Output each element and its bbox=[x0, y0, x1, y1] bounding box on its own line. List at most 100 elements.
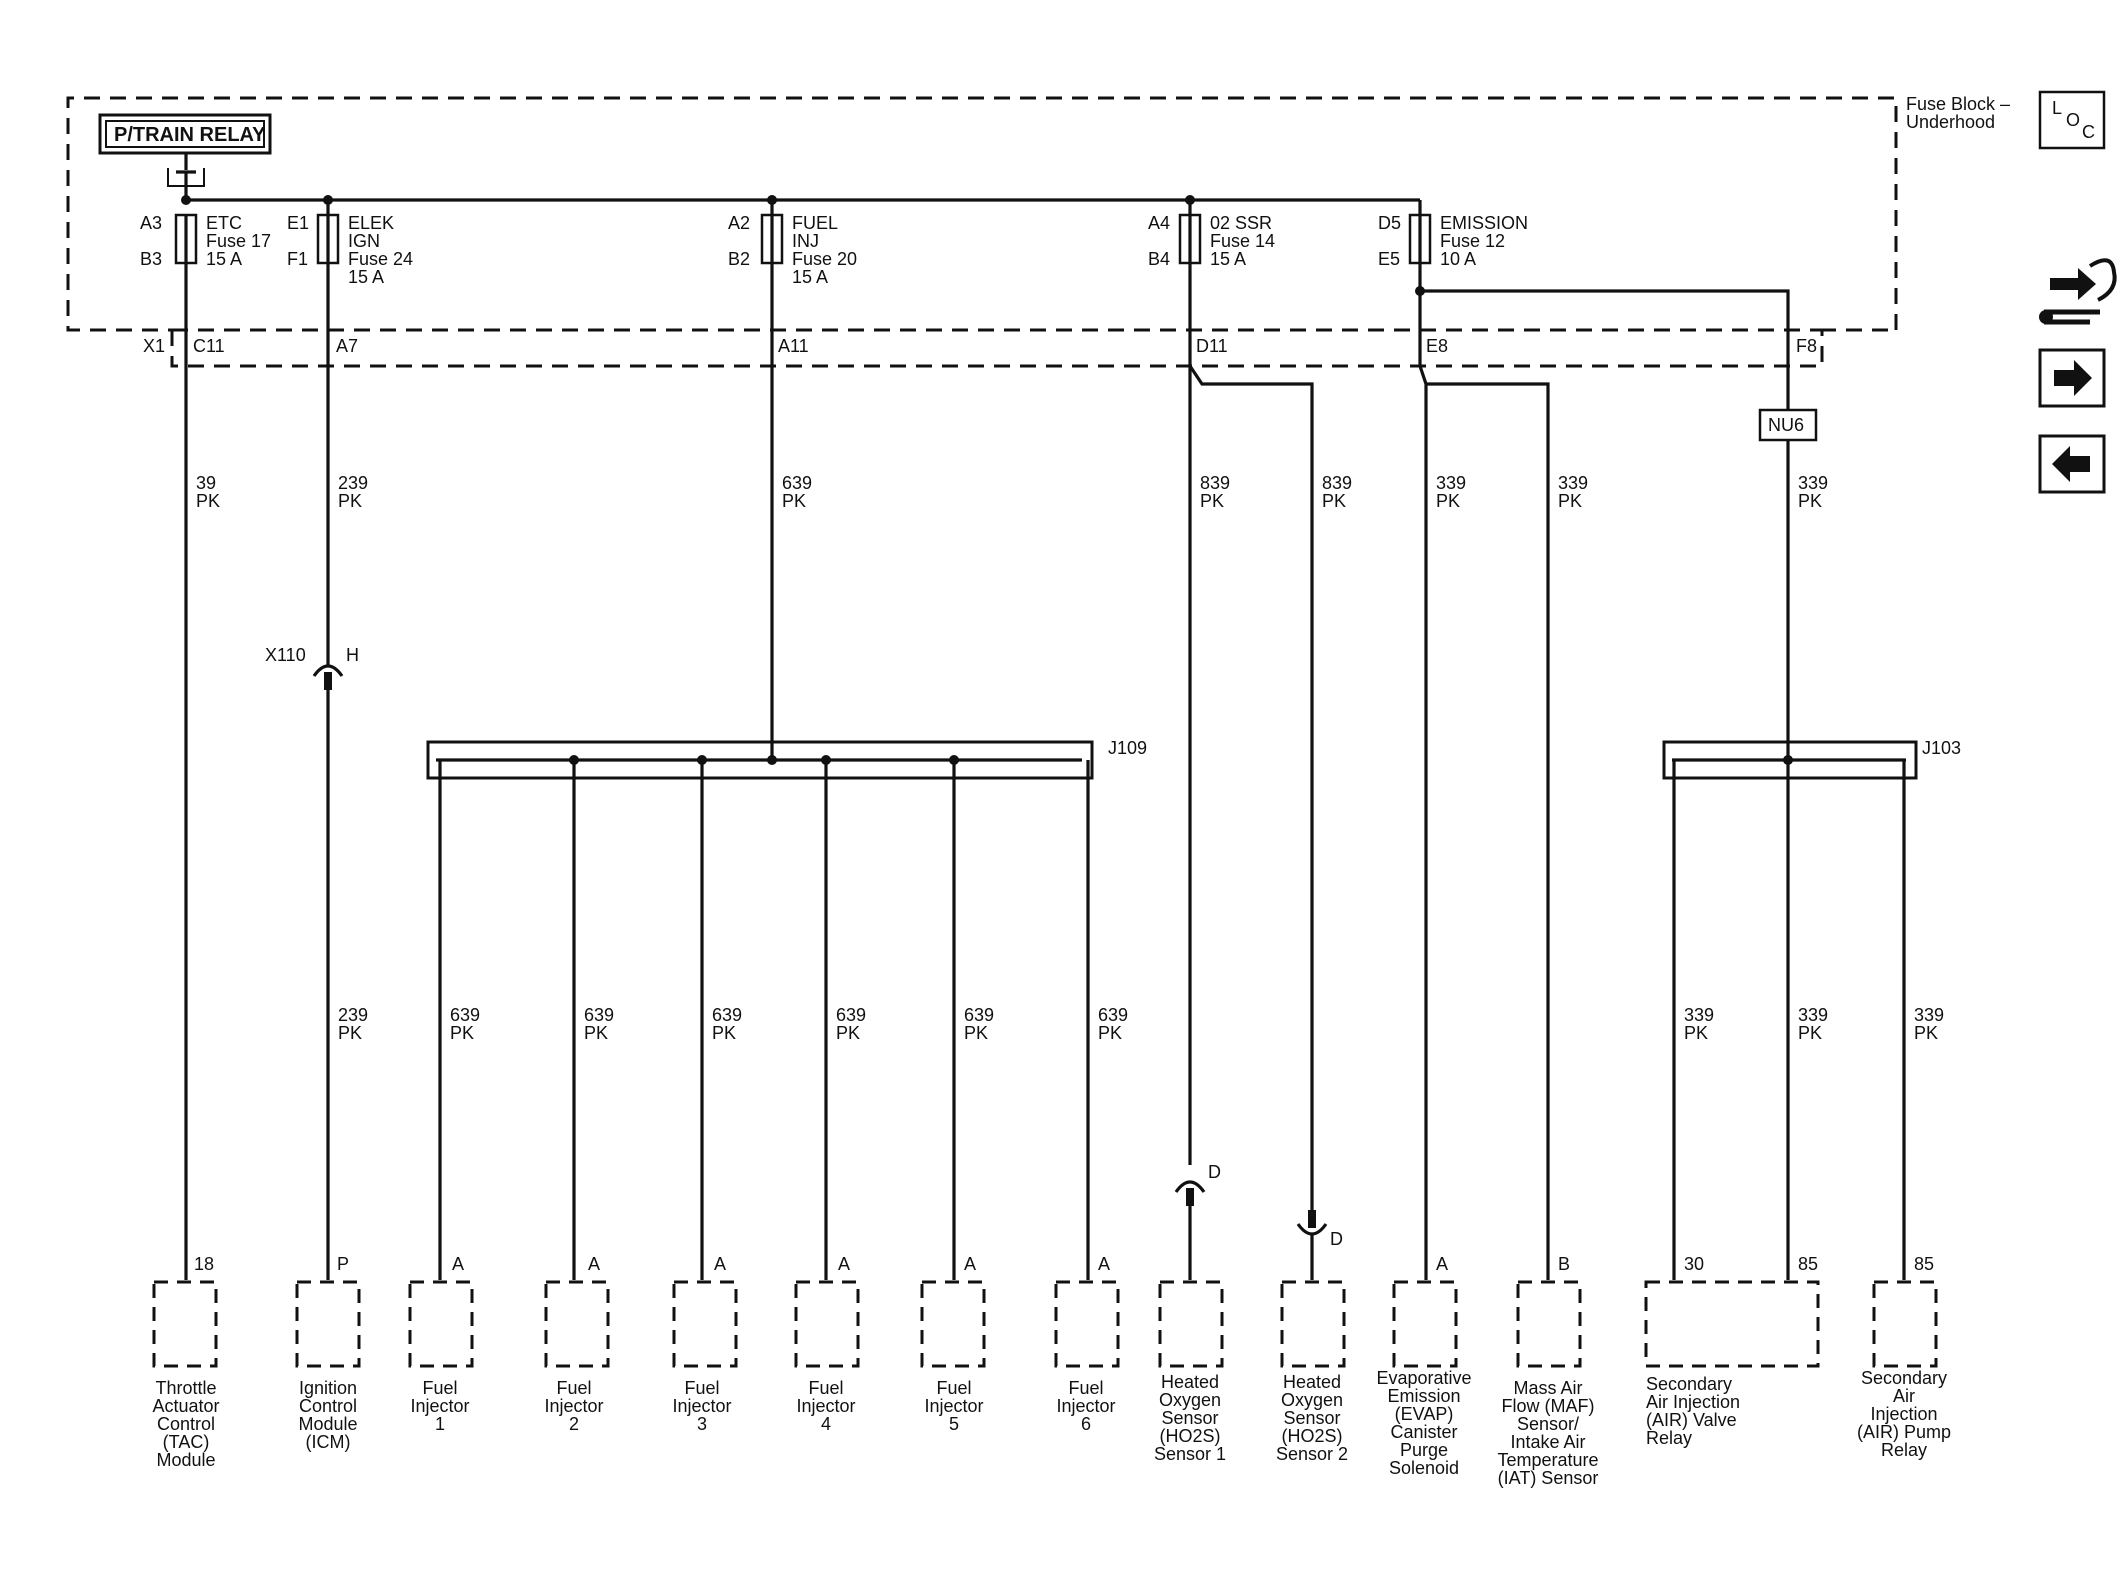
svg-text:Mass Air: Mass Air bbox=[1513, 1378, 1582, 1398]
svg-text:PK: PK bbox=[1798, 1023, 1822, 1043]
component-tac-module: 18 Throttle Actuator Control (TAC) Modul… bbox=[152, 1254, 219, 1470]
connector-pin: A11 bbox=[778, 336, 809, 356]
svg-text:Intake Air: Intake Air bbox=[1510, 1432, 1585, 1452]
svg-text:Control: Control bbox=[157, 1414, 215, 1434]
splice-label: J109 bbox=[1108, 738, 1147, 758]
svg-text:339: 339 bbox=[1436, 473, 1466, 493]
svg-text:Sensor 1: Sensor 1 bbox=[1154, 1444, 1226, 1464]
fuse-pin-top: A2 bbox=[728, 213, 750, 233]
svg-text:(AIR) Pump: (AIR) Pump bbox=[1857, 1422, 1951, 1442]
component-air-valve-relay: 30 85 Secondary Air Injection (AIR) Valv… bbox=[1644, 1254, 1820, 1448]
svg-text:PK: PK bbox=[712, 1023, 736, 1043]
svg-text:PK: PK bbox=[836, 1023, 860, 1043]
inline-connector-ho2s1: D bbox=[1174, 1162, 1221, 1206]
wrench-procedure-icon[interactable] bbox=[2039, 258, 2117, 325]
component-fuel-injector-2: A Fuel Injector 2 bbox=[544, 1254, 610, 1434]
fuse-pin-bottom: E5 bbox=[1378, 249, 1400, 269]
svg-text:1: 1 bbox=[435, 1414, 445, 1434]
svg-text:Flow (MAF): Flow (MAF) bbox=[1502, 1396, 1595, 1416]
svg-text:339: 339 bbox=[1798, 473, 1828, 493]
arrow-right-icon[interactable] bbox=[2038, 348, 2106, 408]
svg-text:639: 639 bbox=[782, 473, 812, 493]
svg-text:Purge: Purge bbox=[1400, 1440, 1448, 1460]
fuse-pin-bottom: B4 bbox=[1148, 249, 1170, 269]
powertrain-relay: P/TRAIN RELAY bbox=[98, 113, 272, 187]
svg-text:(HO2S): (HO2S) bbox=[1159, 1426, 1220, 1446]
fuse-block-label: Fuse Block – bbox=[1906, 94, 2010, 114]
fuse-pin-top: A3 bbox=[140, 213, 162, 233]
svg-text:339: 339 bbox=[1914, 1005, 1944, 1025]
svg-text:C: C bbox=[2082, 122, 2095, 142]
svg-text:PK: PK bbox=[964, 1023, 988, 1043]
loc-button[interactable]: L O C bbox=[2038, 90, 2106, 150]
svg-text:Sensor/: Sensor/ bbox=[1517, 1414, 1579, 1434]
component-pin: 18 bbox=[194, 1254, 214, 1274]
svg-text:Injector: Injector bbox=[1056, 1396, 1115, 1416]
svg-text:(TAC): (TAC) bbox=[163, 1432, 210, 1452]
svg-text:PK: PK bbox=[1914, 1023, 1938, 1043]
component-pin: A bbox=[1098, 1254, 1110, 1274]
fuse-etc: A3 B3 ETC Fuse 17 15 A bbox=[140, 213, 271, 269]
connector-pin: A7 bbox=[336, 336, 358, 356]
component-pin: A bbox=[452, 1254, 464, 1274]
svg-text:Fuel: Fuel bbox=[1068, 1378, 1103, 1398]
connector-pin: F8 bbox=[1796, 336, 1817, 356]
svg-text:Oxygen: Oxygen bbox=[1281, 1390, 1343, 1410]
svg-text:Relay: Relay bbox=[1881, 1440, 1927, 1460]
svg-text:Injector: Injector bbox=[544, 1396, 603, 1416]
svg-text:Injector: Injector bbox=[672, 1396, 731, 1416]
connector-pin: C11 bbox=[193, 336, 225, 356]
component-pin: 85 bbox=[1914, 1254, 1934, 1274]
svg-text:Fuel: Fuel bbox=[422, 1378, 457, 1398]
svg-text:PK: PK bbox=[584, 1023, 608, 1043]
svg-text:Injection: Injection bbox=[1870, 1404, 1937, 1424]
wire-339-pk-evap bbox=[1418, 365, 1428, 1280]
wire-339-pk-maf bbox=[1426, 382, 1550, 1280]
svg-text:(IAT) Sensor: (IAT) Sensor bbox=[1498, 1468, 1599, 1488]
fuse-pin-bottom: B3 bbox=[140, 249, 162, 269]
fuse-label: 02 SSR bbox=[1210, 213, 1272, 233]
svg-text:Actuator: Actuator bbox=[152, 1396, 219, 1416]
svg-text:PK: PK bbox=[338, 1023, 362, 1043]
svg-text:PK: PK bbox=[782, 491, 806, 511]
svg-text:239: 239 bbox=[338, 1005, 368, 1025]
component-fuel-injector-1: A Fuel Injector 1 bbox=[408, 1254, 474, 1434]
svg-text:Ignition: Ignition bbox=[299, 1378, 357, 1398]
connector-x1-outline bbox=[170, 328, 1824, 368]
svg-text:639: 639 bbox=[1098, 1005, 1128, 1025]
wire-839-pk bbox=[1188, 263, 1314, 1210]
fuse-label: 15 A bbox=[206, 249, 242, 269]
component-air-pump-relay: 85 Secondary Air Injection (AIR) Pump Re… bbox=[1857, 1254, 1951, 1460]
component-pin: 30 bbox=[1684, 1254, 1704, 1274]
fuse-pin-bottom: B2 bbox=[728, 249, 750, 269]
svg-text:Sensor 2: Sensor 2 bbox=[1276, 1444, 1348, 1464]
svg-text:(EVAP): (EVAP) bbox=[1395, 1404, 1454, 1424]
connector-pin: D11 bbox=[1196, 336, 1228, 356]
fuse-elek-ign: E1 F1 ELEK IGN Fuse 24 15 A bbox=[287, 213, 413, 287]
component-pin: A bbox=[714, 1254, 726, 1274]
fuse-fuel-inj: A2 B2 FUEL INJ Fuse 20 15 A bbox=[728, 213, 857, 287]
component-pin: A bbox=[964, 1254, 976, 1274]
svg-text:PK: PK bbox=[1436, 491, 1460, 511]
inline-connector-pin: H bbox=[346, 645, 359, 665]
inline-connector-name: X110 bbox=[265, 645, 306, 665]
component-pin: A bbox=[588, 1254, 600, 1274]
fuse-pin-bottom: F1 bbox=[287, 249, 308, 269]
svg-text:L: L bbox=[2052, 98, 2062, 118]
svg-text:PK: PK bbox=[1322, 491, 1346, 511]
svg-text:(AIR) Valve: (AIR) Valve bbox=[1646, 1410, 1737, 1430]
component-fuel-injector-5: A Fuel Injector 5 bbox=[920, 1254, 986, 1434]
component-pin: P bbox=[337, 1254, 349, 1274]
splice-pack-nu6 bbox=[1758, 408, 1818, 442]
component-ho2s-sensor-2: Heated Oxygen Sensor (HO2S) Sensor 2 bbox=[1276, 1280, 1348, 1464]
fuse-pin-top: D5 bbox=[1378, 213, 1401, 233]
svg-text:PK: PK bbox=[1098, 1023, 1122, 1043]
svg-text:639: 639 bbox=[964, 1005, 994, 1025]
fuse-block-label-2: Underhood bbox=[1906, 112, 1995, 132]
svg-text:Air Injection: Air Injection bbox=[1646, 1392, 1740, 1412]
arrow-left-icon[interactable] bbox=[2038, 434, 2106, 494]
component-fuel-injector-3: A Fuel Injector 3 bbox=[672, 1254, 738, 1434]
fuse-block-outline bbox=[66, 96, 1898, 332]
svg-text:639: 639 bbox=[836, 1005, 866, 1025]
